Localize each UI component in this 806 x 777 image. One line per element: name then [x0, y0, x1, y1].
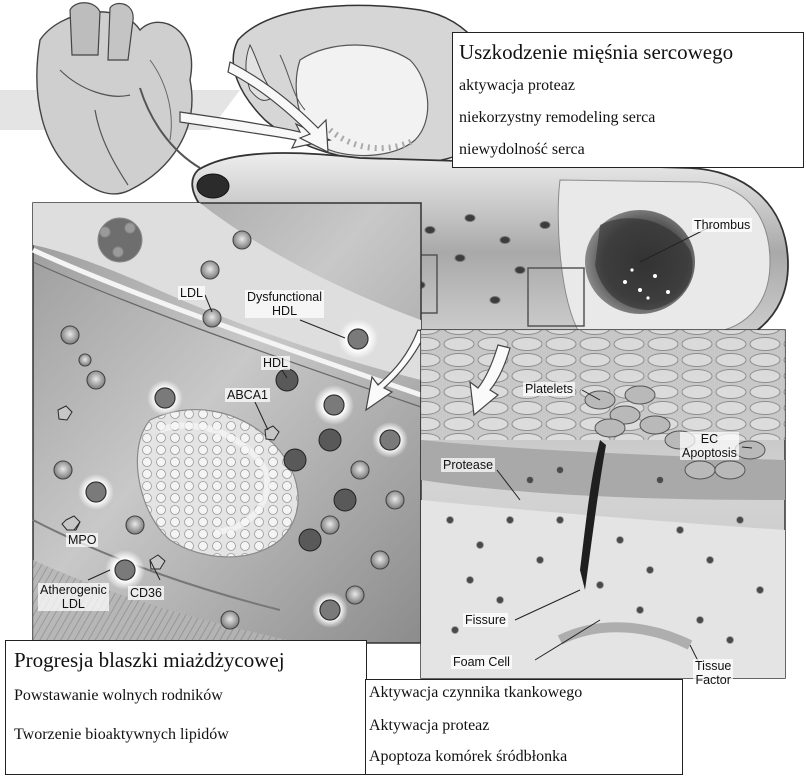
tissue-factor-label: Tissue Factor: [693, 659, 733, 687]
protease-label: Protease: [441, 458, 495, 472]
myocardial-damage-box: Uszkodzenie mięśnia sercowego aktywacja …: [452, 32, 804, 168]
thrombus-label: Thrombus: [692, 218, 752, 232]
cd36-label: CD36: [128, 586, 164, 600]
atherogenic-ldl-label-line2: LDL: [40, 597, 107, 611]
tissue-factor-item: Aktywacja czynnika tkankowego: [369, 684, 582, 702]
tissue-factor-label-line1: Tissue: [695, 659, 731, 673]
myocardial-damage-title: Uszkodzenie mięśnia sercowego: [459, 40, 733, 65]
myocardial-damage-item: aktywacja proteaz: [459, 77, 575, 95]
platelets-label: Platelets: [523, 382, 575, 396]
ec-apoptosis-label-line1: EC: [682, 432, 737, 446]
plaque-progression-title: Progresja blaszki miażdżycowej: [14, 648, 285, 673]
ec-apoptosis-label-line2: Apoptosis: [682, 446, 737, 460]
tissue-factor-box: Aktywacja czynnika tkankowego Aktywacja …: [365, 679, 683, 775]
abca1-label: ABCA1: [225, 388, 270, 402]
fissure-label: Fissure: [463, 613, 508, 627]
dysfunctional-hdl-label-line2: HDL: [247, 304, 322, 318]
myocardial-damage-item: niewydolność serca: [459, 141, 585, 159]
atherogenic-ldl-label-line1: Atherogenic: [40, 583, 107, 597]
ldl-label: LDL: [178, 286, 205, 300]
hdl-label: HDL: [261, 356, 290, 370]
tissue-factor-item: Aktywacja proteaz: [369, 717, 489, 735]
myocardial-damage-item: niekorzystny remodeling serca: [459, 109, 655, 127]
plaque-progression-item: Tworzenie bioaktywnych lipidów: [14, 726, 229, 744]
tissue-factor-label-line2: Factor: [695, 673, 731, 687]
mpo-label: MPO: [66, 533, 98, 547]
foam-cell-label: Foam Cell: [451, 655, 512, 669]
heart-drawing: [0, 3, 240, 194]
plaque-progression-item: Powstawanie wolnych rodników: [14, 687, 223, 705]
tissue-factor-item: Apoptoza komórek śródbłonka: [369, 748, 567, 766]
plaque-panel: [33, 203, 426, 643]
atherogenic-ldl-label: Atherogenic LDL: [38, 583, 109, 611]
dysfunctional-hdl-label-line1: Dysfunctional: [247, 290, 322, 304]
plaque-progression-box: Progresja blaszki miażdżycowej Powstawan…: [5, 640, 367, 775]
ec-apoptosis-label: EC Apoptosis: [680, 432, 739, 460]
dysfunctional-hdl-label: Dysfunctional HDL: [245, 290, 324, 318]
